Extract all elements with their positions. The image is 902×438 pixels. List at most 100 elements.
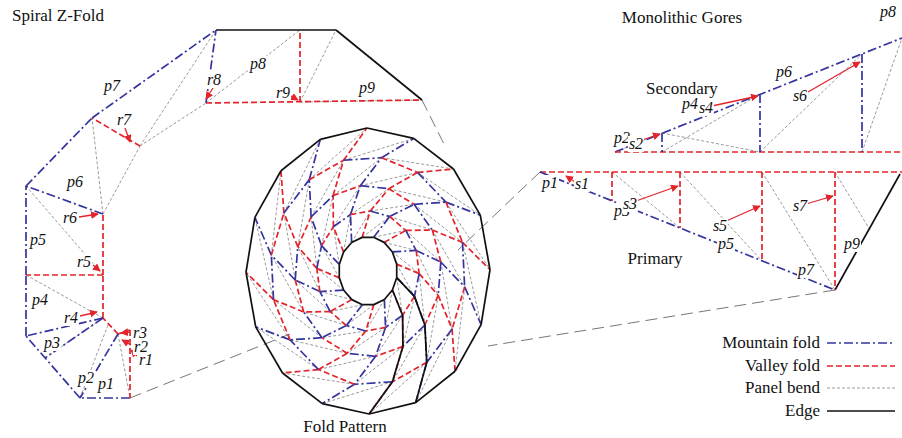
fold-line (298, 247, 320, 292)
fold-line (397, 278, 415, 297)
fold-line (322, 404, 369, 414)
fold-line (402, 315, 404, 346)
gore-fold-number: s2 (628, 136, 644, 152)
fold-line (374, 217, 390, 238)
fold-line (366, 305, 374, 331)
fold-line (333, 227, 343, 252)
fold-line (374, 237, 385, 242)
fold-line (392, 290, 402, 315)
fold-line (255, 171, 281, 218)
panel-number: p6 (775, 64, 793, 80)
section-title: Monolithic Gores (622, 9, 742, 26)
fold-line (389, 189, 446, 202)
fold-line (397, 278, 415, 297)
fold-line (360, 186, 388, 189)
fold-line (397, 264, 415, 296)
legend-text: Panel bend (680, 378, 820, 398)
fold-line (350, 211, 370, 215)
fold-line (350, 215, 351, 243)
fold-line (284, 139, 320, 213)
fold-line (403, 296, 415, 315)
fold-line (290, 340, 347, 353)
fold-line (295, 280, 320, 292)
gore-fold-number: s3 (622, 196, 638, 212)
gore-fold-number: s6 (792, 88, 808, 104)
fold-line (317, 246, 322, 269)
fold-line (418, 169, 454, 172)
legend-sample (826, 338, 896, 348)
fold-line (274, 300, 291, 340)
fold-line (418, 172, 481, 215)
fold-line (352, 237, 363, 242)
legend-sample (826, 361, 896, 371)
fold-line (455, 325, 481, 372)
fold-line (322, 246, 340, 265)
fold-line (246, 272, 290, 340)
fold-line (271, 213, 284, 255)
fold-line (370, 211, 389, 217)
fold-line (462, 242, 481, 324)
fold-line (403, 296, 415, 346)
legend-line (827, 410, 895, 412)
fold-line (366, 327, 386, 331)
fold-line (282, 373, 322, 404)
fold-line (438, 262, 441, 295)
gore-fold-number: s4 (698, 100, 714, 116)
legend-line (827, 388, 895, 389)
fold-line (350, 189, 388, 215)
fold-line (290, 338, 322, 340)
fold-line (416, 329, 452, 403)
fold-line (304, 312, 322, 338)
fold-line (403, 325, 425, 346)
fold-line (322, 325, 346, 337)
fold-line (360, 158, 381, 186)
fold-line (389, 172, 418, 188)
fold-line (322, 227, 334, 246)
fold-line (462, 242, 464, 287)
legend-item: Panel bend (680, 378, 896, 398)
fold-line (344, 243, 352, 253)
fold-line (318, 370, 354, 385)
fold-line (374, 299, 385, 304)
fold-line (317, 268, 339, 277)
fold-line (271, 255, 295, 280)
fold-line (330, 312, 346, 326)
fold-line (347, 327, 385, 353)
fold-line (362, 236, 373, 238)
fold-line (432, 230, 440, 262)
fold-line (402, 315, 404, 346)
fold-line (438, 295, 452, 329)
panel-number: p9 (358, 80, 376, 96)
fold-line (414, 274, 419, 297)
panel-number: p7 (103, 78, 121, 94)
fold-line (271, 255, 303, 312)
fold-line (309, 180, 311, 217)
fold-line (425, 325, 427, 362)
fold-line (322, 338, 347, 354)
fold-line (317, 268, 320, 291)
fold-line (339, 252, 343, 264)
fold-line (427, 329, 452, 362)
legend-item: Mountain fold (680, 333, 896, 353)
fold-line (416, 250, 441, 262)
fold-line (256, 327, 283, 373)
fold-line (339, 278, 343, 290)
fold-line (320, 128, 367, 139)
fold-line (295, 280, 303, 312)
fold-line (414, 202, 446, 204)
fold-line (271, 255, 273, 300)
gore-fold-number: s7 (792, 198, 808, 214)
fold-line (418, 172, 446, 202)
gore-label: Secondary (646, 80, 718, 97)
fold-line (320, 290, 344, 291)
fold-line (384, 230, 406, 242)
fold-line (298, 217, 311, 247)
fold-line (367, 128, 414, 138)
fold-line (290, 340, 318, 370)
fold-line (360, 172, 417, 185)
fold-line (346, 305, 362, 326)
legend-text: Mountain fold (680, 333, 820, 353)
fold-line (369, 362, 427, 414)
fold-line (432, 230, 464, 287)
panel-number: p9 (843, 236, 861, 252)
